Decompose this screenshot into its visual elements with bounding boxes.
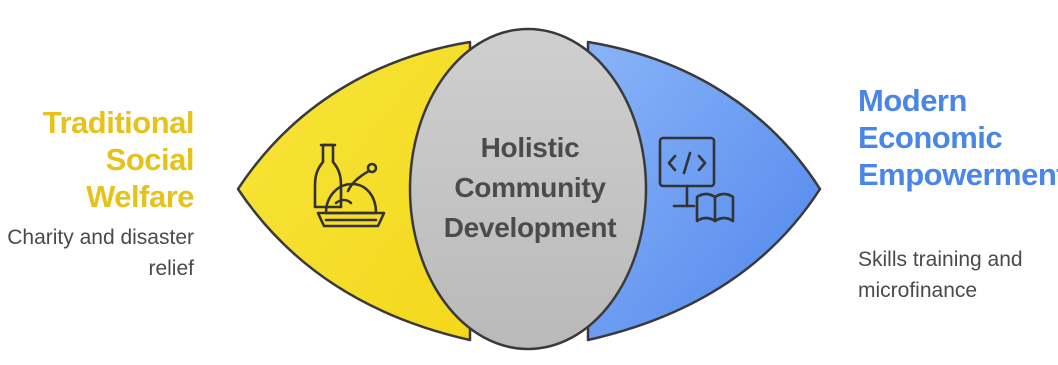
left-description: Charity and disaster relief (0, 222, 194, 284)
left-title: Traditional Social Welfare (0, 104, 195, 215)
center-label-line-2: Community (454, 172, 606, 203)
center-ellipse-shape (408, 27, 648, 351)
left-title-line-1: Traditional (42, 105, 195, 140)
right-desc-line-1: Skills training and (858, 248, 1023, 271)
center-label-line-1: Holistic (480, 132, 580, 163)
left-desc-line-1: Charity and disaster (7, 226, 194, 249)
left-desc-line-2: relief (148, 257, 194, 280)
computer-book-icon (658, 136, 735, 223)
right-description: Skills training and microfinance (858, 244, 1053, 306)
right-title-line-1: Modern (858, 83, 967, 118)
right-desc-line-2: microfinance (858, 279, 978, 302)
center-label: Holistic Community Development (420, 128, 640, 248)
left-title-line-2: Social Welfare (86, 142, 194, 214)
right-title-line-3: Empowerment (858, 157, 1058, 192)
right-title: Modern Economic Empowerment (858, 82, 1058, 193)
right-title-line-2: Economic (858, 120, 1003, 155)
center-label-line-3: Development (443, 212, 617, 243)
food-dish-icon (313, 143, 386, 228)
